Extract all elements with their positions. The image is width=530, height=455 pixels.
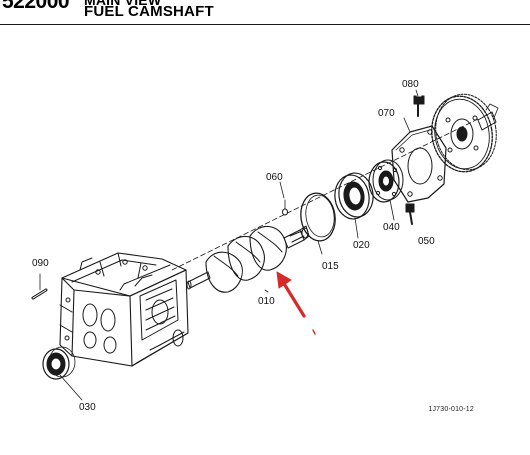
header-divider xyxy=(0,24,530,25)
pump-housing xyxy=(59,252,189,367)
leader-lines xyxy=(39,89,419,401)
bearing-020 xyxy=(334,172,374,239)
section-code: 522000 xyxy=(2,0,70,13)
callout-080: 080 xyxy=(402,79,419,90)
callout-010: 010 xyxy=(258,296,275,307)
callout-090: 090 xyxy=(32,258,49,269)
callout-060: 060 xyxy=(266,172,283,183)
fuel-camshaft-gear xyxy=(431,93,499,173)
bolt-080 xyxy=(413,95,425,117)
page-title: FUEL CAMSHAFT xyxy=(84,3,214,20)
hub-040 xyxy=(368,159,404,221)
callout-040: 040 xyxy=(383,222,400,233)
shaft-axis-line xyxy=(171,117,481,271)
red-arrow xyxy=(276,271,316,335)
callout-050: 050 xyxy=(418,236,435,247)
figure-code: 1J730-010-12 xyxy=(428,406,474,413)
key-060 xyxy=(282,199,288,216)
pin-090 xyxy=(31,288,48,300)
o-ring-015 xyxy=(300,192,336,255)
callout-015: 015 xyxy=(322,261,339,272)
callout-070: 070 xyxy=(378,108,395,119)
callout-030: 030 xyxy=(79,402,96,413)
title-clipped: MAIN VIEW xyxy=(84,0,162,8)
callout-020: 020 xyxy=(353,240,370,251)
plate-070 xyxy=(391,117,447,203)
bearing-030 xyxy=(42,346,76,380)
bolt-050 xyxy=(405,203,415,225)
camshaft-010 xyxy=(186,225,310,293)
